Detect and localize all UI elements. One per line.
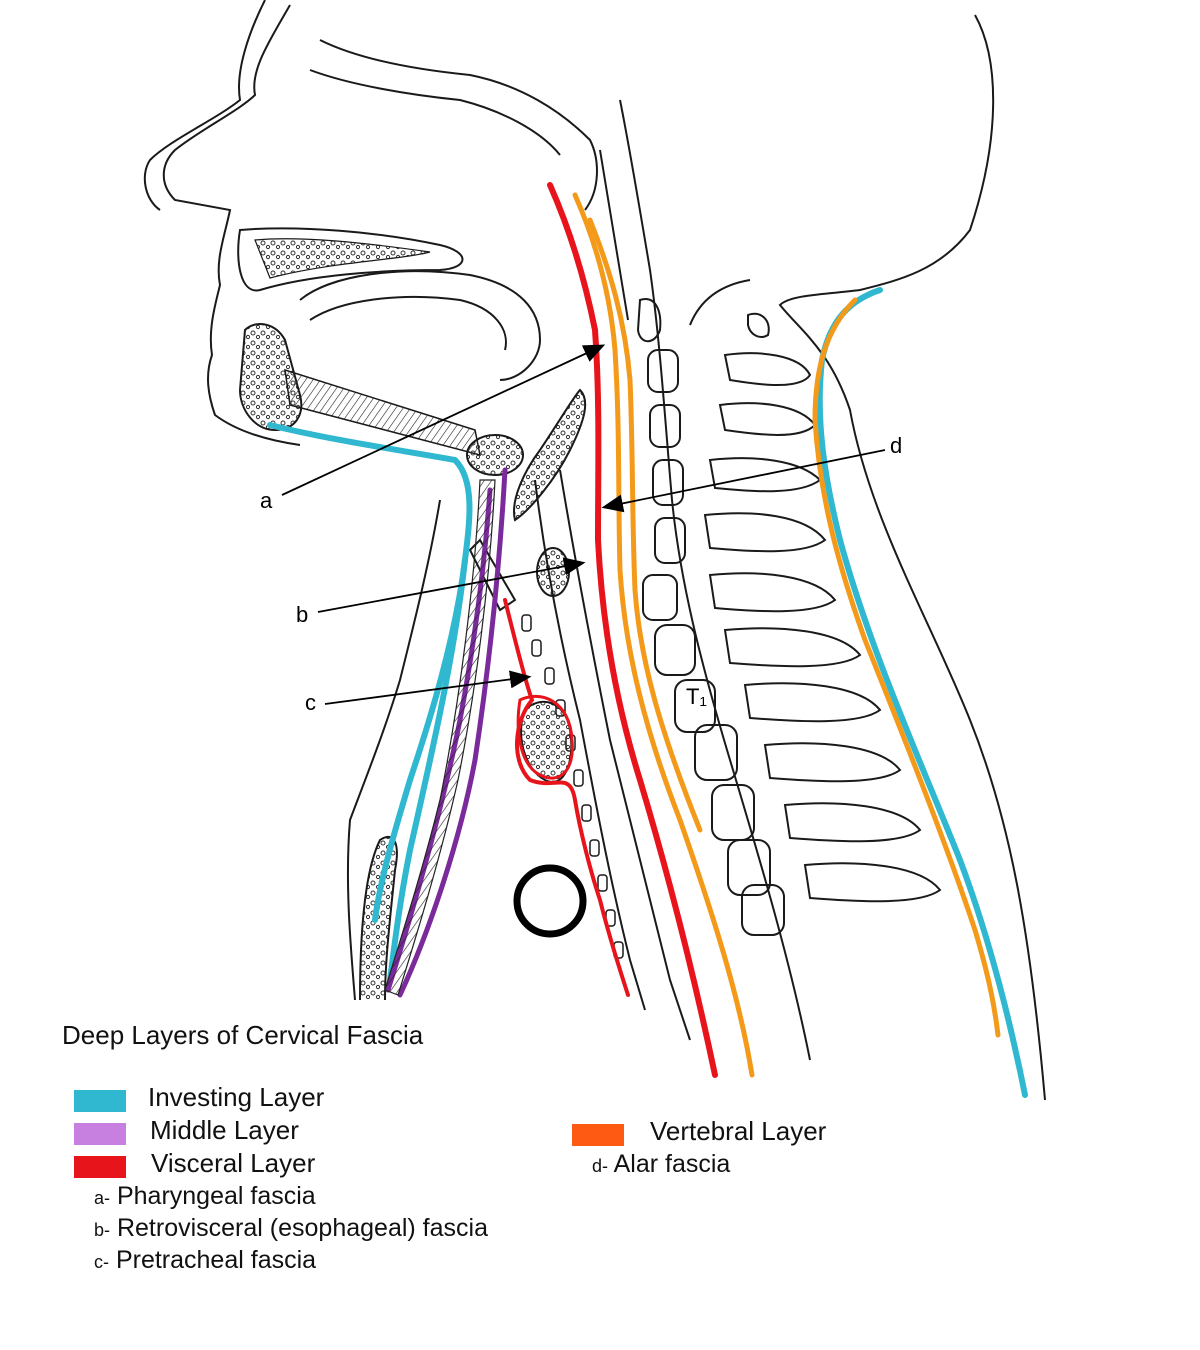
legend-sub-b-text: Retrovisceral (esophageal) fascia — [116, 1214, 488, 1242]
callout-b-line — [317, 557, 586, 613]
legend-sub-a: a- Pharyngeal fascia — [94, 1182, 316, 1211]
legend-swatch-visceral — [74, 1156, 126, 1178]
legend-sub-a-prefix: a- — [94, 1188, 111, 1208]
legend-sub-d: d- Alar fascia — [592, 1150, 730, 1179]
head-neck-outline — [143, 0, 1046, 1101]
legend-swatch-middle — [74, 1123, 126, 1145]
callout-d-letter: d — [890, 433, 902, 458]
callout-d-line — [601, 449, 886, 513]
legend-sub-c-text: Pretracheal fascia — [115, 1246, 317, 1274]
callout-a-letter: a — [260, 488, 273, 513]
legend-label-vertebral: Vertebral Layer — [650, 1116, 827, 1146]
legend-label-visceral: Visceral Layer — [151, 1148, 316, 1178]
legend-sub-c-prefix: c- — [94, 1252, 109, 1272]
legend-sub-d-prefix: d- — [592, 1156, 609, 1176]
legend-swatch-vertebral — [572, 1124, 624, 1146]
legend-sub-b: b- Retrovisceral (esophageal) fascia — [94, 1214, 488, 1243]
vertebra-t1-label: T₁ — [686, 684, 707, 709]
visceral-layer — [503, 182, 718, 1078]
middle-layer-hatch — [384, 479, 496, 996]
legend-sub-a-text: Pharyngeal fascia — [116, 1182, 316, 1210]
trachea-circle — [513, 864, 587, 938]
legend-label-investing: Investing Layer — [148, 1082, 325, 1112]
callout-c-letter: c — [305, 690, 316, 715]
legend-title: Deep Layers of Cervical Fascia — [62, 1020, 424, 1050]
callout-c-line — [324, 670, 532, 705]
legend-sub-c: c- Pretracheal fascia — [94, 1246, 316, 1275]
callout-arrows — [281, 344, 886, 705]
legend-label-middle: Middle Layer — [150, 1115, 299, 1145]
callout-a-line — [281, 344, 606, 496]
legend-sub-d-text: Alar fascia — [613, 1150, 731, 1178]
vertebral-layer — [572, 192, 1001, 1078]
legend-sub-b-prefix: b- — [94, 1220, 111, 1240]
legend-swatch-investing — [74, 1090, 126, 1112]
callout-b-letter: b — [296, 602, 308, 627]
